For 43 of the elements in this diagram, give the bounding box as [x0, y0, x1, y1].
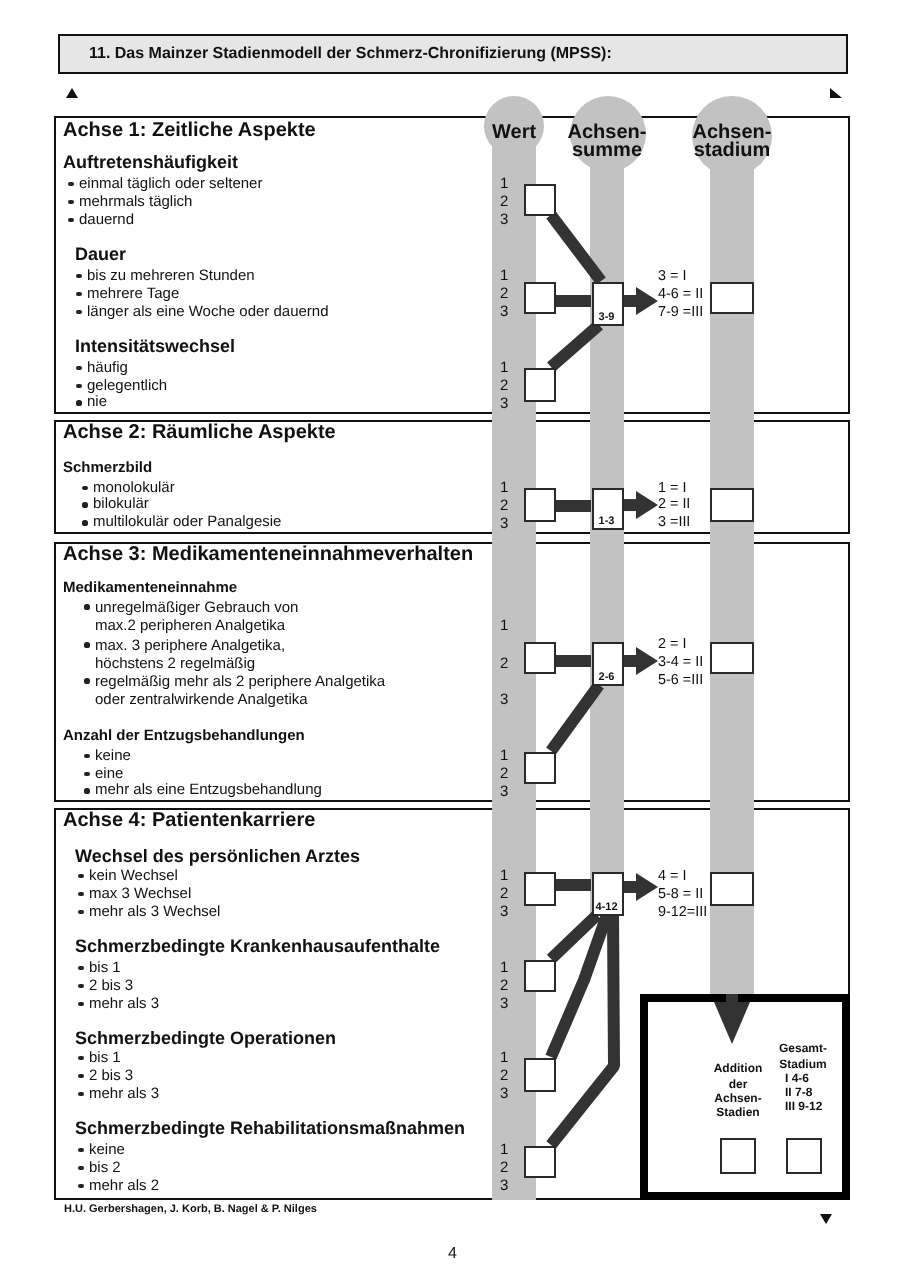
section-heading: Achse 1: Zeitliche Aspekte [63, 120, 316, 142]
section-heading: Achse 3: Medikamenteneinnahmeverhalten [63, 544, 474, 566]
column-heading: Achsen- summe [565, 123, 649, 159]
section-heading: Achse 4: Patientenkarriere [63, 810, 316, 832]
subsection-heading: Schmerzbedingte Operationen [75, 1028, 337, 1050]
connector-line [545, 913, 613, 1060]
title: 11. Das Mainzer Stadienmodell der Schmerz-Chronifizierung (MPSS): [89, 42, 612, 66]
page-number: 4 [448, 1244, 457, 1264]
connector-line [547, 320, 603, 372]
column-heading: Wert [492, 123, 537, 141]
answer-box [523, 641, 555, 673]
answer-box [785, 1137, 821, 1173]
answer-box [523, 367, 555, 401]
subsection-heading: Wechsel des persönlichen Arztes [75, 846, 361, 868]
arrow [623, 287, 658, 315]
arrow [714, 994, 750, 1044]
subsection-heading: Schmerzbedingte Krankenhausaufenthalte [75, 936, 441, 958]
answer-box [523, 487, 555, 521]
section-heading: Achse 2: Räumliche Aspekte [63, 422, 336, 444]
connector-line [546, 910, 602, 964]
connector-line [555, 500, 591, 513]
answer-box [523, 871, 555, 905]
arrow [623, 647, 658, 675]
answer-box [523, 281, 555, 313]
summary-panel [639, 993, 849, 1199]
answer-box [523, 751, 555, 783]
connector-line [546, 211, 606, 285]
subsection-heading: Schmerzbedingte Rehabilitationsmaßnahmen [75, 1118, 466, 1140]
subsection-heading: Auftretenshäufigkeit [63, 152, 239, 174]
arrow [623, 873, 658, 901]
answer-box [719, 1137, 755, 1173]
subsection-heading: Dauer [75, 244, 127, 266]
answer-box [523, 183, 555, 215]
connector-line [555, 295, 591, 307]
arrow [623, 491, 658, 520]
answer-box [523, 959, 555, 991]
connector-line [555, 655, 591, 667]
connector-line [546, 681, 604, 755]
answer-box [523, 1145, 555, 1177]
subsection-heading: Intensitätswechsel [75, 336, 236, 358]
column-heading: Achsen- stadium [690, 123, 774, 159]
connector-line [555, 878, 591, 891]
answer-box [523, 1057, 555, 1091]
